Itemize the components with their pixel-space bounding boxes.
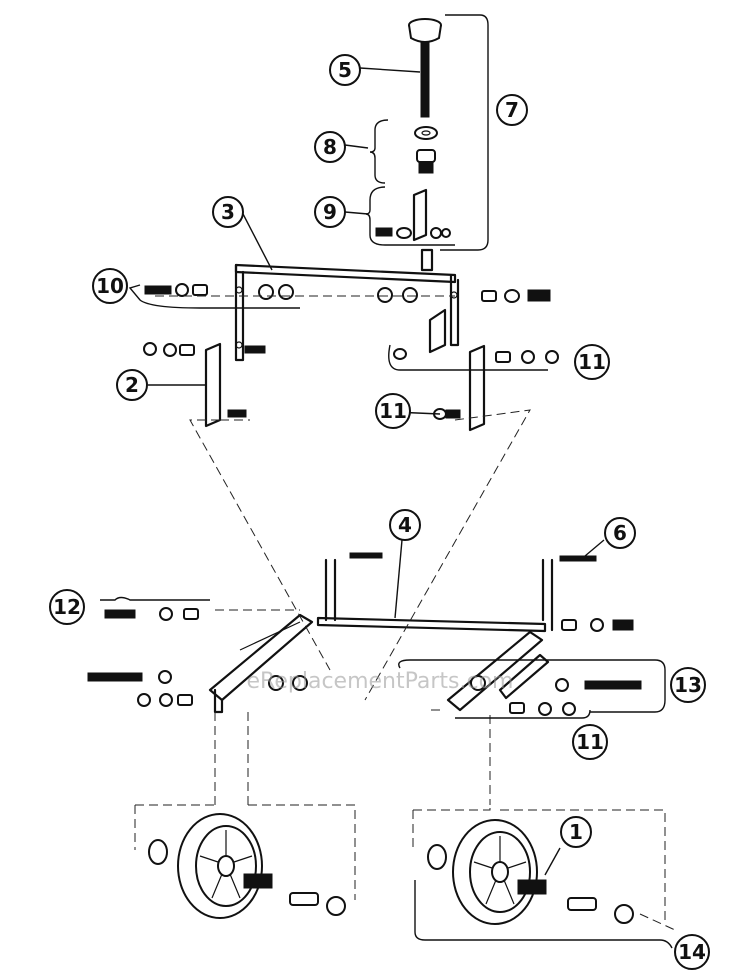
right-leg <box>446 618 642 716</box>
right-wheel-assembly <box>427 819 634 925</box>
small-bracket <box>375 188 451 272</box>
callout-7: 7 <box>496 94 528 126</box>
watermark-text: eReplacementParts.com <box>247 669 514 694</box>
callout-4: 4 <box>389 509 421 541</box>
callout-2-label: 2 <box>125 373 139 397</box>
callout-6: 6 <box>604 517 636 549</box>
left-wheel-assembly <box>148 813 346 919</box>
callout-13-label: 13 <box>674 673 702 697</box>
callout-12-label: 12 <box>53 595 81 619</box>
left-bracket <box>143 342 266 428</box>
callout-5: 5 <box>329 54 361 86</box>
callout-11-middle-label: 11 <box>379 399 407 423</box>
callout-10-label: 10 <box>96 274 124 298</box>
callout-3: 3 <box>212 196 244 228</box>
callout-3-label: 3 <box>221 200 235 224</box>
right-bracket <box>393 344 559 432</box>
callout-11-lower: 11 <box>572 724 608 760</box>
knob-bolt <box>408 18 442 118</box>
washer-nut-set <box>414 126 438 174</box>
lower-frame <box>316 552 597 633</box>
hardware-row-right <box>377 287 551 303</box>
alignment-lines <box>134 295 676 931</box>
callout-14: 14 <box>674 934 710 970</box>
left-leg <box>87 607 314 714</box>
callout-6-label: 6 <box>613 521 627 545</box>
hardware-row-left <box>144 283 294 300</box>
callout-11-upper-label: 11 <box>578 350 606 374</box>
callout-10: 10 <box>92 268 128 304</box>
callout-9-label: 9 <box>323 200 337 224</box>
callout-8: 8 <box>314 131 346 163</box>
callout-14-label: 14 <box>678 940 706 964</box>
callout-2: 2 <box>116 369 148 401</box>
callout-13: 13 <box>670 667 706 703</box>
callout-11-lower-label: 11 <box>576 730 604 754</box>
callout-5-label: 5 <box>338 58 352 82</box>
callout-12: 12 <box>49 589 85 625</box>
callout-1-label: 1 <box>569 820 583 844</box>
group-brackets <box>100 14 673 949</box>
upper-frame <box>234 263 460 362</box>
callout-8-label: 8 <box>323 135 337 159</box>
callout-11-middle: 11 <box>375 393 411 429</box>
callout-1: 1 <box>560 816 592 848</box>
callout-11-upper: 11 <box>574 344 610 380</box>
callout-9: 9 <box>314 196 346 228</box>
callout-4-label: 4 <box>398 513 412 537</box>
callout-7-label: 7 <box>505 98 519 122</box>
